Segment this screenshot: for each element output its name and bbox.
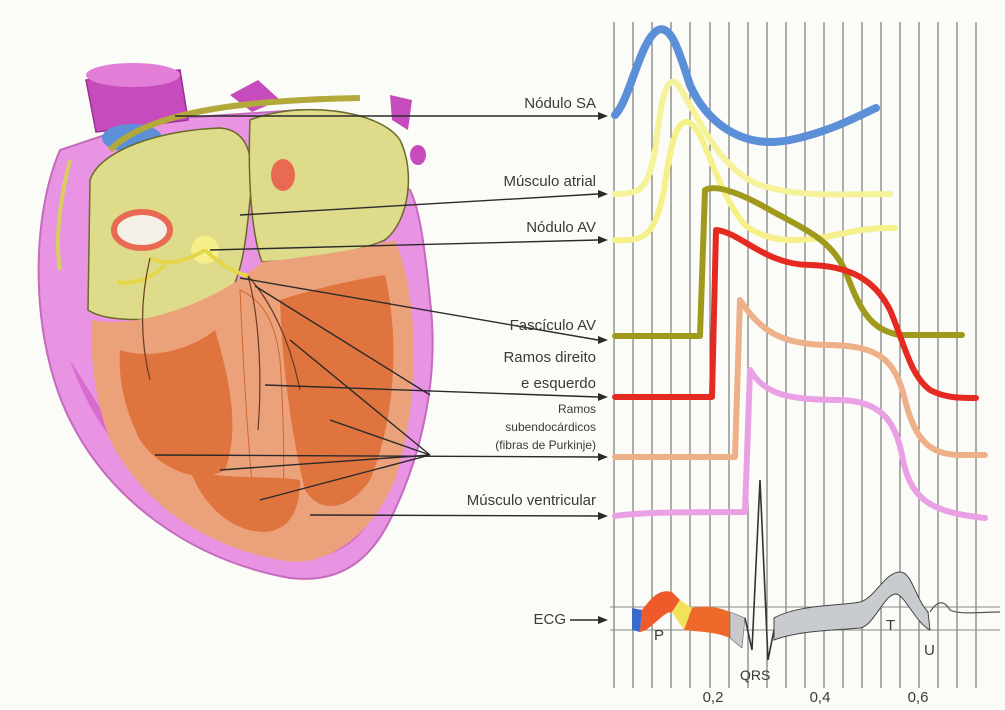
ecg-pr-segment xyxy=(684,607,730,638)
ecg-arrow xyxy=(570,616,608,624)
label-ventricular-muscle: Músculo ventricular xyxy=(467,492,596,509)
structure-labels: Nódulo SA Músculo atrial Nódulo AV Fascí… xyxy=(467,95,596,628)
pulmonary-vein xyxy=(410,145,426,165)
ecg-label-qrs: QRS xyxy=(740,667,770,683)
ecg-u-wave xyxy=(930,603,1000,613)
pulmonary-vessel xyxy=(390,95,412,130)
label-bundle-branches-line1: Ramos direito xyxy=(503,349,596,366)
time-tick-0-6: 0,6 xyxy=(908,689,929,706)
ecg-label-u: U xyxy=(924,642,935,659)
label-bundle-branches-line2: e esquerdo xyxy=(521,375,596,392)
curve-sa-node xyxy=(615,29,876,142)
label-av-bundle: Fascículo AV xyxy=(510,317,596,334)
time-axis: 0,2 0,4 0,6 xyxy=(703,689,929,706)
vena-cava-top xyxy=(86,63,180,87)
label-purkinje-line1: Ramos xyxy=(558,402,596,416)
label-av-node: Nódulo AV xyxy=(526,219,596,236)
heart-illustration xyxy=(39,63,433,579)
time-grid xyxy=(614,22,976,688)
label-sa-node: Nódulo SA xyxy=(524,95,596,112)
atrial-spot xyxy=(271,159,295,191)
arrowheads xyxy=(598,112,608,520)
label-purkinje-line2: subendocárdicos xyxy=(505,420,596,434)
valve-opening xyxy=(114,212,170,248)
curve-bundle-branches xyxy=(615,230,976,398)
ecg-label-p: P xyxy=(654,627,664,644)
ecg-label-t: T xyxy=(886,617,895,634)
label-ecg: ECG xyxy=(533,611,566,628)
ecg-qrs-complex xyxy=(745,480,774,660)
time-tick-0-2: 0,2 xyxy=(703,689,724,706)
left-atrium xyxy=(249,110,408,262)
time-tick-0-4: 0,4 xyxy=(810,689,831,706)
ecg-pr-tail xyxy=(730,612,745,648)
label-purkinje-line3: (fibras de Purkinje) xyxy=(495,438,596,452)
label-atrial-muscle: Músculo atrial xyxy=(503,173,596,190)
